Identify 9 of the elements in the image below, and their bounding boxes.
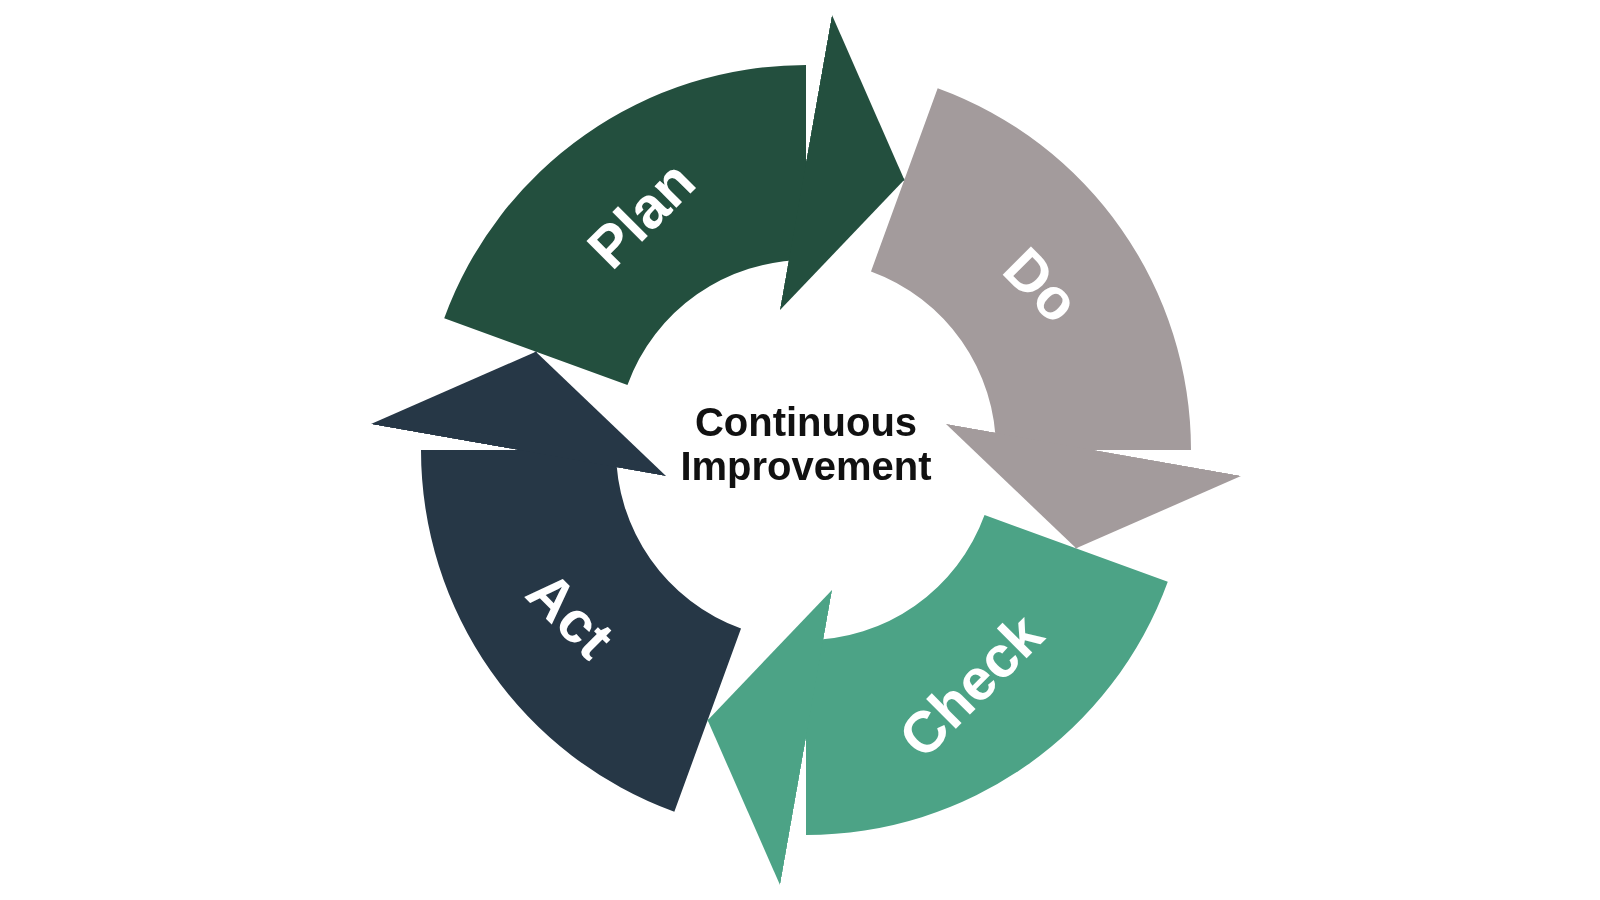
arrow — [945, 423, 1242, 550]
arrow — [370, 350, 667, 477]
arrow — [706, 589, 833, 886]
cycle-arrow-segment — [806, 515, 1168, 835]
center-title: Continuous Improvement — [679, 400, 933, 488]
stage-label: Act — [514, 558, 627, 671]
cycle-arrow-segment — [444, 65, 806, 385]
arrow — [779, 14, 906, 311]
stage-label: Do — [991, 234, 1093, 336]
